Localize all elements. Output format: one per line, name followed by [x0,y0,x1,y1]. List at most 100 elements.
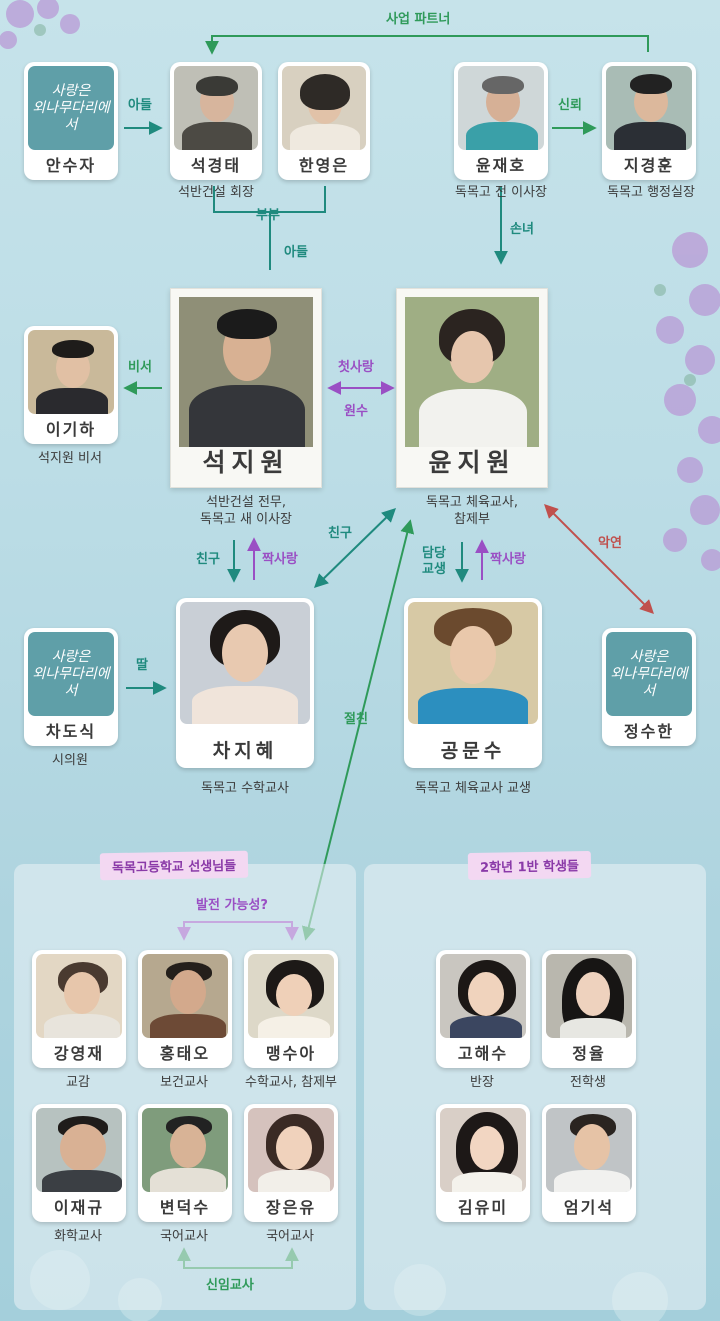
portrait-photo [458,66,544,150]
teacher-card[interactable]: 이재규 [32,1104,126,1222]
teacher-role: 국어교사 [266,1229,314,1244]
rel-first-love: 첫사랑 [338,360,374,375]
card-lee-giha[interactable]: 이기하 [24,326,118,444]
name-cha-dosik: 차도식 [45,722,97,741]
logo-line1: 사랑은 [629,648,669,665]
name-gong-munsu: 공문수 [440,740,506,762]
rel-friend-left: 친구 [196,552,220,567]
role-lee-giha: 석지원 비서 [38,451,102,466]
card-han-yeongeun[interactable]: 한영은 [278,62,370,180]
card-seok-gyeongtae[interactable]: 석경태 [170,62,262,180]
rel-granddaughter: 손녀 [510,222,534,237]
portrait-photo [440,954,526,1038]
student-role: 전학생 [570,1075,606,1090]
role-cha-dosik: 시의원 [52,753,88,768]
role-cha-jihye: 독목고 수학교사 [201,781,289,796]
role-gong-munsu: 독목고 체육교사 교생 [415,781,531,796]
teacher-name: 변덕수 [159,1198,211,1217]
student-card[interactable]: 엄기석 [542,1104,636,1222]
role-yun-jiwon-line2: 참제부 [454,512,490,527]
student-name: 김유미 [457,1198,509,1217]
portrait-photo [36,1108,122,1192]
logo-line1: 사랑은 [51,82,91,99]
business-partner-label: 사업 파트너 [386,12,451,27]
rel-crush-left: 짝사랑 [262,552,298,567]
teacher-name: 맹수아 [265,1044,317,1063]
teacher-name: 홍태오 [159,1044,211,1063]
teacher-name: 이재규 [53,1198,105,1217]
portrait-photo [142,954,228,1038]
rel-friend-diag: 친구 [328,526,352,541]
card-cha-jihye[interactable]: 차지혜 [176,598,314,768]
student-card[interactable]: 정율 [542,950,636,1068]
teachers-panel-title: 독목고등학교 선생님들 [99,850,249,881]
rel-in-charge-line1: 담당 [422,546,446,561]
role-seok-gyeongtae: 석반건설 회장 [178,185,254,200]
rel-son: 아들 [284,245,308,260]
card-ji-gyeonghun[interactable]: 지경훈 [602,62,696,180]
teacher-card[interactable]: 장은유 [244,1104,338,1222]
rel-trust: 신뢰 [558,98,582,113]
portrait-photo [180,602,310,724]
rel-best-friend: 절친 [344,712,368,727]
logo-line2: 외나무다리에서 [610,665,688,699]
card-seok-jiwon[interactable]: 석지원 [170,288,322,488]
logo-line2: 외나무다리에서 [32,99,110,133]
student-role: 반장 [470,1075,494,1090]
teacher-card[interactable]: 강영재 [32,950,126,1068]
student-card[interactable]: 고해수 [436,950,530,1068]
rel-daughter: 딸 [136,658,148,673]
teacher-role: 화학교사 [54,1229,102,1244]
name-seok-gyeongtae: 석경태 [190,156,242,175]
rel-new-teacher: 신임교사 [206,1278,254,1293]
role-yun-jiwon: 독목고 체육교사, 참제부 [402,494,542,528]
portrait-photo [36,954,122,1038]
role-yun-jiwon-line1: 독목고 체육교사, [426,495,518,510]
teacher-card[interactable]: 홍태오 [138,950,232,1068]
portrait-photo [248,1108,334,1192]
card-gong-munsu[interactable]: 공문수 [404,598,542,768]
name-ji-gyeonghun: 지경훈 [623,156,675,175]
portrait-photo [142,1108,228,1192]
student-name: 정율 [572,1044,606,1063]
student-card[interactable]: 김유미 [436,1104,530,1222]
portrait-photo [546,954,632,1038]
teacher-card[interactable]: 맹수아 [244,950,338,1068]
rel-crush-right: 짝사랑 [490,552,526,567]
teacher-name: 강영재 [53,1044,105,1063]
name-cha-jihye: 차지혜 [212,740,278,762]
student-name: 고해수 [457,1044,509,1063]
portrait-photo [546,1108,632,1192]
teacher-card[interactable]: 변덕수 [138,1104,232,1222]
teacher-role: 수학교사, 참제부 [245,1075,337,1090]
rel-secretary: 비서 [128,360,152,375]
teacher-role: 보건교사 [160,1075,208,1090]
portrait-photo [606,66,692,150]
rel-couple: 부부 [256,208,280,223]
name-jeong-suhan: 정수한 [623,722,675,741]
portrait-photo [28,330,114,414]
portrait-photo [405,297,539,447]
teacher-role: 국어교사 [160,1229,208,1244]
card-yun-jiwon[interactable]: 윤지원 [396,288,548,488]
rel-in-charge-line2: 교생 [422,562,446,577]
rel-in-charge: 담당 교생 [422,546,446,578]
teachers-panel [14,864,356,1310]
card-yun-jaeho[interactable]: 윤재호 [454,62,548,180]
teacher-name: 장은유 [265,1198,317,1217]
role-yun-jaeho: 독목고 전 이사장 [455,185,547,200]
portrait-photo [248,954,334,1038]
name-lee-giha: 이기하 [45,420,97,439]
teacher-role: 교감 [66,1075,90,1090]
role-ji-gyeonghun: 독목고 행정실장 [607,185,695,200]
student-name: 엄기석 [563,1198,615,1217]
role-seok-jiwon-line1: 석반건설 전무, [205,495,287,510]
portrait-photo [282,66,366,150]
name-han-yeongeun: 한영은 [298,156,350,175]
students-panel-title: 2학년 1반 학생들 [467,850,592,881]
